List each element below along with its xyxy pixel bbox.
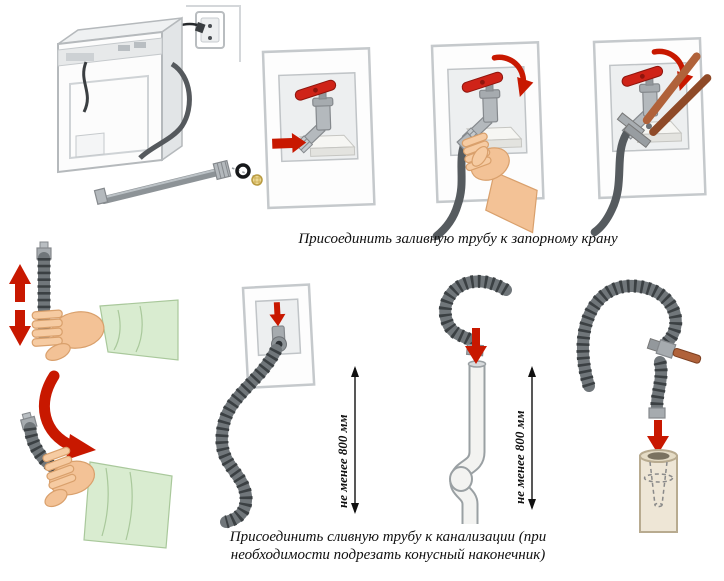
control-button xyxy=(134,42,146,48)
machine-body xyxy=(57,16,183,174)
washing-machine-illustration xyxy=(57,5,263,205)
step-adjust-drain-hose xyxy=(9,241,179,549)
standpipe-siphon xyxy=(449,360,487,524)
machine-side-hose xyxy=(138,61,192,160)
hanging-cable xyxy=(82,61,89,113)
rotate-arrowhead-icon xyxy=(517,77,534,97)
drain-hose-end xyxy=(648,356,668,419)
pliers xyxy=(616,52,712,149)
wall-corner-line xyxy=(186,5,241,62)
hand-bottom xyxy=(19,411,173,549)
filter-screen xyxy=(251,174,263,186)
hose-nut xyxy=(212,159,232,181)
hand-top xyxy=(31,299,179,361)
power-outlet xyxy=(195,11,225,49)
min-height-label: не менее 800 мм xyxy=(335,414,350,508)
sewer-pipe xyxy=(639,449,678,533)
step-standpipe-connection xyxy=(438,274,512,524)
power-plug-icon xyxy=(194,22,206,34)
conical-tip-dashed xyxy=(643,461,674,508)
curved-arrow-icon xyxy=(38,370,96,460)
attach-arrow-icon xyxy=(272,133,307,154)
step-conical-tip xyxy=(576,279,702,533)
drain-hose-curve xyxy=(215,344,282,529)
rotate-arrow-icon xyxy=(491,54,527,86)
dimension-min-height-1: не менее 800 мм xyxy=(335,366,359,514)
arrow-down-icon xyxy=(9,310,31,346)
caption-drain-hose-line2: необходимости подрезать конусный наконеч… xyxy=(231,547,546,563)
inlet-hose xyxy=(93,159,232,205)
sealing-ring xyxy=(235,163,251,179)
hand xyxy=(461,132,538,234)
arrow-up-icon xyxy=(9,264,31,302)
arrow-down-icon xyxy=(269,302,286,327)
assembly-dotted-line xyxy=(231,167,257,178)
fill-hose xyxy=(432,135,471,240)
step-panel-wrench-tighten xyxy=(590,37,712,237)
service-door xyxy=(75,132,105,158)
step-panel-hand-tighten xyxy=(430,41,545,240)
control-button xyxy=(118,45,130,51)
arrow-down-icon xyxy=(647,420,669,454)
fill-hose xyxy=(590,129,631,237)
drain-hose-arch xyxy=(576,279,683,392)
tap-fitting xyxy=(646,338,702,364)
step-wall-drain-connection xyxy=(215,283,316,529)
control-display xyxy=(66,53,94,61)
caption-fill-hose: Присоединить заливную трубу к запорному … xyxy=(297,231,618,247)
caption-drain-hose-line1: Присоединить сливную трубу к канализации… xyxy=(229,529,547,545)
min-height-label: не менее 800 мм xyxy=(512,410,527,504)
step-panel-attach-hose xyxy=(261,47,376,210)
arrow-down-icon xyxy=(465,328,487,364)
dimension-min-height-2: не менее 800 мм xyxy=(512,366,536,510)
